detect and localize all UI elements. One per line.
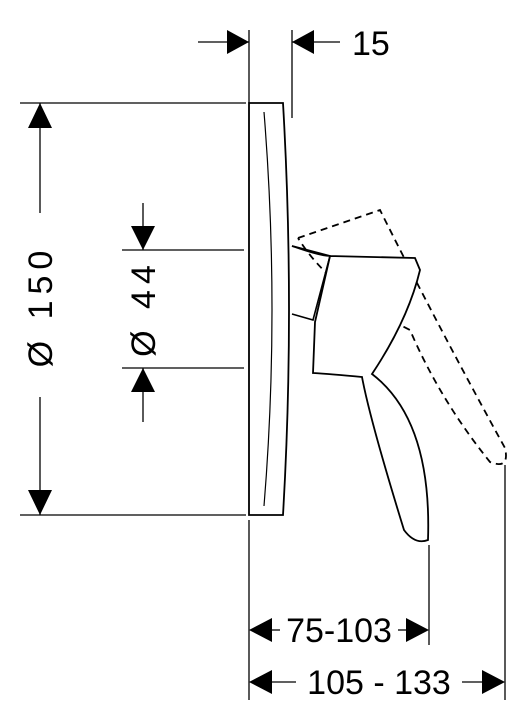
bore-diameter-label: Ø 44 xyxy=(125,259,163,357)
bore-diameter-arrow-bottom xyxy=(131,368,155,392)
lever-hub xyxy=(291,245,332,321)
thickness-arrow-right xyxy=(292,30,314,54)
lever-depth-label: 75-103 xyxy=(286,612,392,650)
plate-diameter-arrow-top xyxy=(28,103,52,128)
thickness-arrow-left xyxy=(227,30,249,54)
cover-plate-inner-edge xyxy=(263,111,273,507)
lever-depth-arrow-right xyxy=(406,618,429,642)
plate-diameter-arrow-bottom xyxy=(28,490,52,515)
total-depth-label: 105 - 133 xyxy=(307,664,451,702)
bore-diameter-arrow-top xyxy=(131,226,155,250)
lever-depth-arrow-left xyxy=(249,618,272,642)
cover-plate xyxy=(248,102,290,516)
total-depth-arrow-left xyxy=(249,670,272,694)
lever-handle xyxy=(291,245,430,543)
thickness-label: 15 xyxy=(352,25,390,63)
extension-lines xyxy=(20,102,506,700)
plate-diameter-label: Ø 150 xyxy=(22,245,60,368)
total-depth-arrow-right xyxy=(482,670,505,694)
